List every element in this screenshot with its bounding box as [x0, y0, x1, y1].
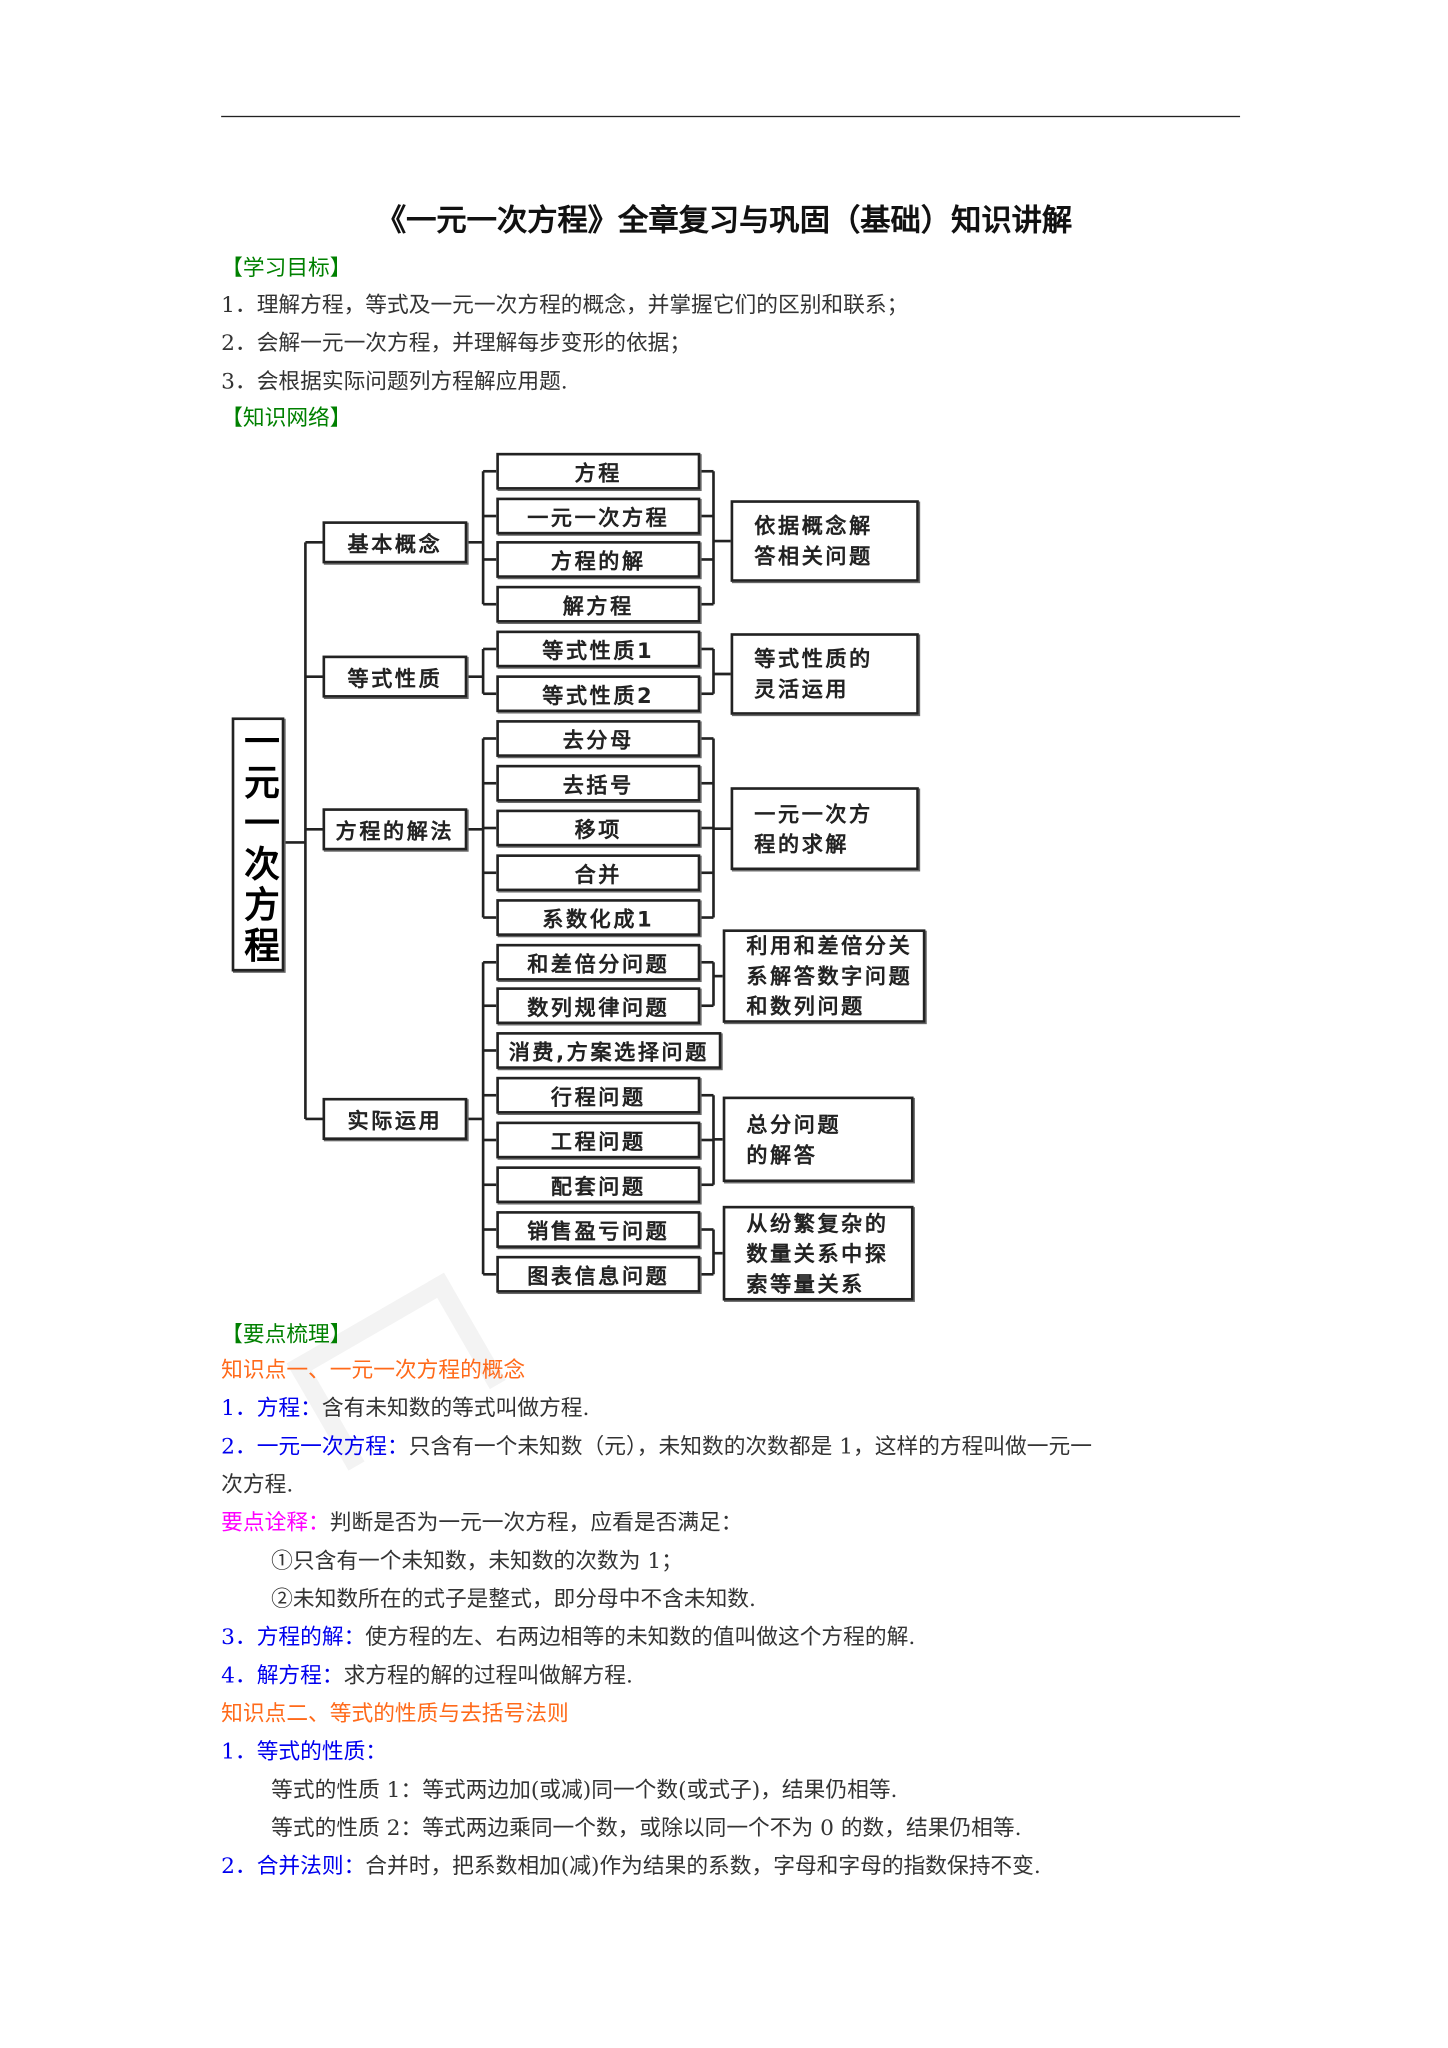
root-node: 一元一次方程	[231, 717, 285, 972]
kp2-heading: 知识点二、等式的性质与去括号法则	[221, 1700, 569, 1726]
kp2-item-equality-properties: 1．等式的性质：	[221, 1738, 388, 1764]
topic-node: 行程问题	[496, 1076, 701, 1114]
topic-node: 消费,方案选择问题	[496, 1032, 722, 1069]
topic-node: 去括号	[496, 764, 701, 802]
topic-node: 去分母	[496, 720, 701, 757]
points-heading: 【要点梳理】	[221, 1321, 352, 1347]
category-node: 基本概念	[322, 521, 468, 564]
kp1-item-continuation: 次方程.	[221, 1471, 294, 1497]
kp1-item-equation: 1．方程：含有未知数的等式叫做方程.	[221, 1394, 589, 1423]
term: 2．一元一次方程：	[221, 1433, 409, 1459]
topic-node: 移项	[496, 809, 701, 847]
topic-node: 解方程	[496, 585, 701, 623]
topic-node: 图表信息问题	[496, 1255, 701, 1293]
definition: 使方程的左、右两边相等的未知数的值叫做这个方程的解.	[365, 1624, 916, 1650]
summary-node: 一元一次方 程的求解	[730, 787, 919, 871]
term: 4．解方程：	[221, 1662, 344, 1688]
kp2-item-combine-rule: 2．合并法则：合并时，把系数相加(减)作为结果的系数，字母和字母的指数保持不变.	[221, 1852, 1041, 1881]
goal-item: 2．会解一元一次方程，并理解每步变形的依据；	[221, 330, 692, 356]
definition: 含有未知数的等式叫做方程.	[321, 1395, 590, 1421]
kp1-item-solution: 3．方程的解：使方程的左、右两边相等的未知数的值叫做这个方程的解.	[221, 1623, 915, 1652]
summary-node: 总分问题 的解答	[722, 1096, 914, 1183]
topic-node: 等式性质1	[496, 630, 701, 668]
topic-node: 一元一次方程	[496, 497, 701, 535]
summary-node: 依据概念解 答相关问题	[730, 500, 919, 582]
category-node: 实际运用	[322, 1097, 468, 1141]
goal-item: 1．理解方程，等式及一元一次方程的概念，并掌握它们的区别和联系；	[221, 292, 909, 318]
kp1-note: 要点诠释：判断是否为一元一次方程，应看是否满足：	[221, 1509, 742, 1538]
note-text: 判断是否为一元一次方程，应看是否满足：	[329, 1509, 743, 1535]
topic-node: 等式性质2	[496, 675, 701, 713]
term: 3．方程的解：	[221, 1624, 366, 1650]
network-heading: 【知识网络】	[221, 405, 352, 431]
summary-node: 等式性质的 灵活运用	[730, 633, 919, 715]
topic-node: 销售盈亏问题	[496, 1211, 701, 1248]
header-rule	[221, 115, 1241, 118]
topic-node: 配套问题	[496, 1166, 701, 1204]
kp2-property: 等式的性质 1：等式两边加(或减)同一个数(或式子)，结果仍相等.	[271, 1777, 898, 1803]
kp1-item-solving: 4．解方程：求方程的解的过程叫做解方程.	[221, 1661, 633, 1690]
goals-heading: 【学习目标】	[221, 255, 352, 281]
category-node: 等式性质	[322, 655, 468, 698]
kp2-property: 等式的性质 2：等式两边乘同一个数，或除以同一个不为 0 的数，结果仍相等.	[271, 1815, 1022, 1841]
topic-node: 方程	[496, 452, 701, 490]
topic-node: 工程问题	[496, 1121, 701, 1159]
term: 1．方程：	[221, 1395, 322, 1421]
page-title: 《一元一次方程》全章复习与巩固（基础）知识讲解	[375, 204, 1073, 239]
knowledge-network-diagram: 一元一次方程基本概念等式性质方程的解法实际运用方程一元一次方程方程的解解方程等式…	[231, 452, 926, 1301]
definition: 求方程的解的过程叫做解方程.	[343, 1662, 633, 1688]
kp1-item-linear-equation: 2．一元一次方程：只含有一个未知数（元），未知数的次数都是 1，这样的方程叫做一…	[221, 1432, 1092, 1461]
goal-item: 3．会根据实际问题列方程解应用题.	[221, 368, 568, 394]
kp1-note-point: ②未知数所在的式子是整式，即分母中不含未知数.	[271, 1586, 756, 1612]
topic-node: 合并	[496, 854, 701, 892]
topic-node: 数列规律问题	[496, 987, 701, 1025]
note-term: 要点诠释：	[221, 1509, 330, 1535]
term: 2．合并法则：	[221, 1853, 366, 1879]
summary-node: 从纷繁复杂的 数量关系中探 索等量关系	[722, 1205, 914, 1301]
topic-node: 和差倍分问题	[496, 943, 701, 981]
kp1-heading: 知识点一、一元一次方程的概念	[221, 1357, 526, 1383]
definition: 合并时，把系数相加(减)作为结果的系数，字母和字母的指数保持不变.	[365, 1853, 1041, 1879]
topic-node: 方程的解	[496, 541, 701, 578]
connector-lines	[284, 469, 731, 1276]
definition: 只含有一个未知数（元），未知数的次数都是 1，这样的方程叫做一元一	[408, 1433, 1092, 1459]
topic-node: 系数化成1	[496, 899, 701, 936]
summary-node: 利用和差倍分关 系解答数字问题 和数列问题	[722, 929, 926, 1023]
kp1-note-point: ①只含有一个未知数，未知数的次数为 1；	[271, 1548, 683, 1574]
category-node: 方程的解法	[322, 808, 468, 851]
